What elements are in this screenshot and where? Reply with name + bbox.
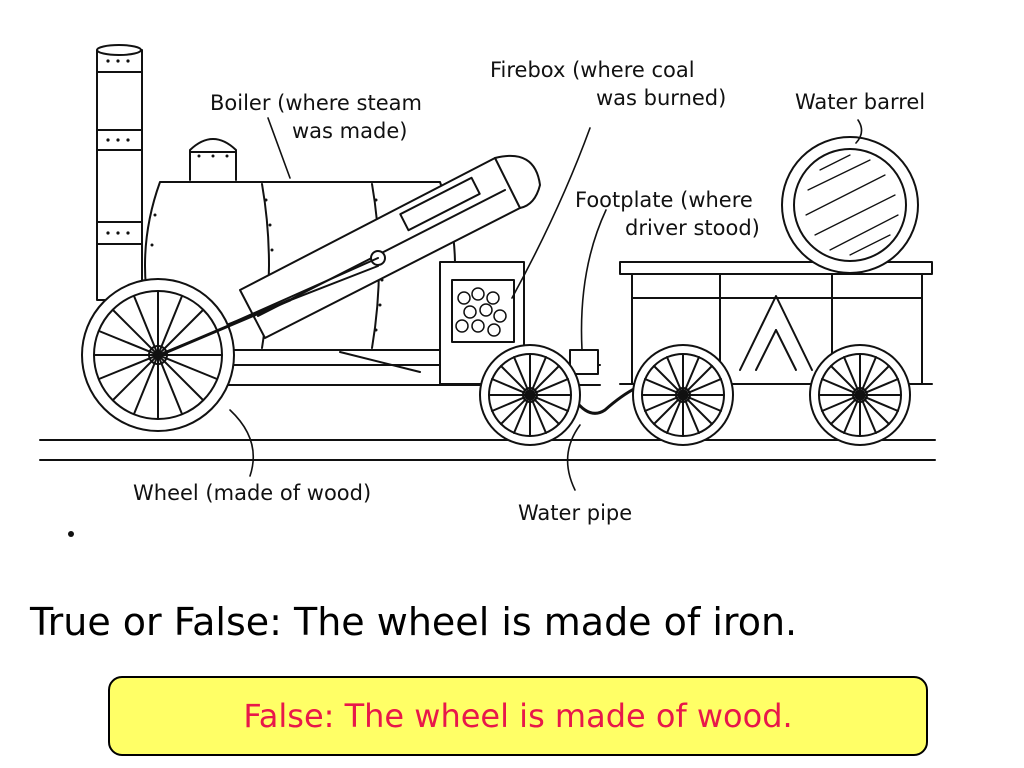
footplate <box>569 349 599 375</box>
tender-wagon <box>619 261 933 385</box>
label-leader-lines <box>229 117 863 491</box>
question-text: True or False: The wheel is made of iron… <box>30 600 798 644</box>
wheel-label: Wheel (made of wood) <box>133 481 372 505</box>
tender-wheel-front <box>632 344 734 446</box>
water-pipe <box>573 386 638 415</box>
stray-dot <box>68 531 74 537</box>
water-pipe-label: Water pipe <box>518 501 633 525</box>
boiler-label: Boiler (where steam was made) <box>210 91 422 143</box>
rail-track <box>39 439 936 461</box>
large-driving-wheel <box>81 278 235 432</box>
steam-dome <box>189 138 237 181</box>
water-pipe-leader <box>566 424 581 491</box>
water-barrel-leader <box>855 119 863 144</box>
water-barrel-label: Water barrel <box>795 90 926 114</box>
tender-wheel-rear <box>809 344 911 446</box>
connecting-rod <box>158 298 292 357</box>
footplate-leader <box>580 209 607 351</box>
water-barrel <box>781 136 919 274</box>
front-wheel <box>479 344 581 446</box>
locomotive-diagram <box>39 44 936 537</box>
answer-text: False: The wheel is made of wood. <box>243 697 793 735</box>
firebox-leader <box>511 127 591 299</box>
chimney <box>96 44 143 301</box>
footplate-label: Footplate (where driver stood) <box>575 188 760 240</box>
boiler-leader <box>267 117 291 179</box>
cylinder <box>159 154 541 356</box>
answer-box: False: The wheel is made of wood. <box>108 676 928 756</box>
wheel-leader <box>229 409 254 477</box>
firebox-label: Firebox (where coal was burned) <box>490 58 727 110</box>
